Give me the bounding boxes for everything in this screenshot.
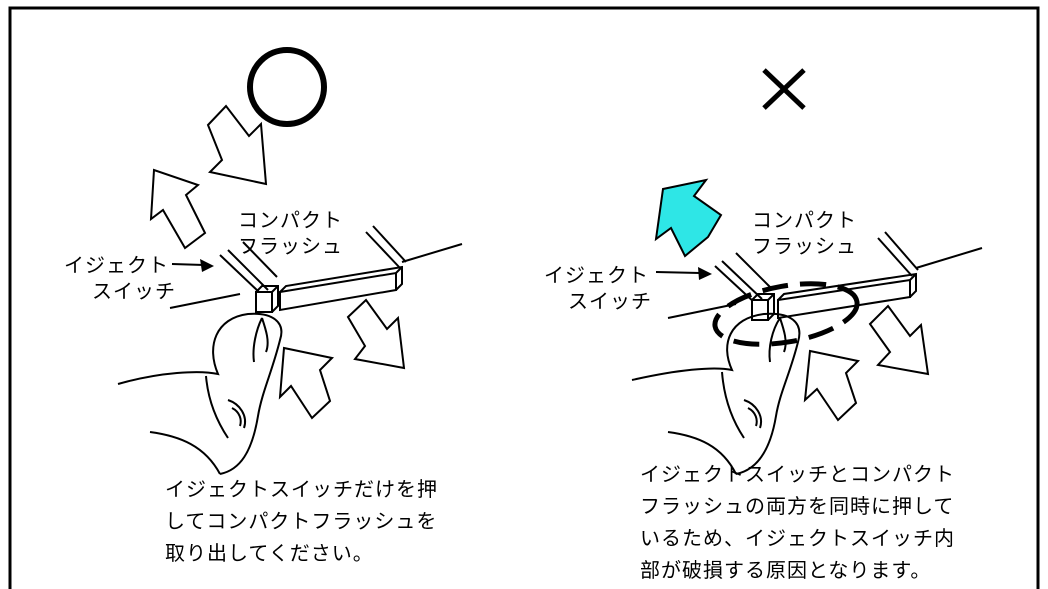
bad-eject-label: イジェクト スイッチ — [544, 262, 652, 314]
bad-caption-line2: フラッシュの両方を同時に押して — [640, 494, 955, 518]
slide-arrow-icon-bad — [868, 304, 930, 376]
compact-flash-card — [279, 271, 397, 312]
bad-cf-label-line1: コンパクト — [752, 208, 857, 232]
good-eject-label: イジェクト スイッチ — [64, 252, 176, 304]
finger — [117, 312, 283, 475]
eject-switch-bad — [751, 299, 769, 321]
bad-caption: イジェクトスイッチとコンパクト フラッシュの両方を同時に押して いるため、イジェ… — [640, 458, 955, 586]
eject-arrow-icon — [149, 168, 207, 250]
symbol-texts: ○ × — [0, 0, 1, 1]
bad-eject-label-line2: スイッチ — [568, 289, 652, 313]
bad-caption-line4: 部が破損する原因となります。 — [640, 558, 932, 582]
bad-caption-line1: イジェクトスイッチとコンパクト — [640, 462, 955, 486]
bad-cf-label-line2: フラッシュ — [752, 234, 857, 258]
good-eject-label-line2: スイッチ — [92, 279, 176, 303]
push-arrow-icon — [206, 104, 268, 186]
bad-eject-label-line1: イジェクト — [544, 263, 649, 287]
good-cf-label: コンパクト フラッシュ — [238, 207, 343, 259]
good-caption-line3: 取り出してください。 — [165, 541, 374, 565]
good-symbol-text: ○ — [0, 0, 1, 1]
finger-push-arrow-icon-bad — [803, 349, 861, 422]
good-eject-label-line1: イジェクト — [64, 253, 169, 277]
warning-eject-arrow-icon — [654, 178, 723, 258]
eject-switch-line — [219, 254, 261, 294]
good-cf-label-line1: コンパクト — [238, 208, 343, 232]
pressed-area-highlight — [712, 281, 860, 347]
slide-arrow-icon — [346, 298, 406, 370]
good-circle-symbol — [247, 47, 327, 127]
finger-bad — [631, 312, 801, 475]
finger-push-arrow-icon — [278, 346, 335, 420]
good-illustration — [117, 47, 463, 475]
good-caption: イジェクトスイッチだけを押 してコンパクトフラッシュを 取り出してください。 — [165, 473, 438, 569]
good-caption-line1: イジェクトスイッチだけを押 — [165, 477, 438, 501]
bad-illustration — [631, 68, 983, 475]
good-cf-label-line2: フラッシュ — [238, 234, 343, 258]
bad-cf-label: コンパクト フラッシュ — [752, 207, 857, 259]
good-caption-line2: してコンパクトフラッシュを — [165, 509, 438, 533]
bad-caption-line3: いるため、イジェクトスイッチ内 — [640, 526, 955, 550]
frame-border — [8, 6, 1040, 589]
eject-switch — [255, 291, 273, 313]
